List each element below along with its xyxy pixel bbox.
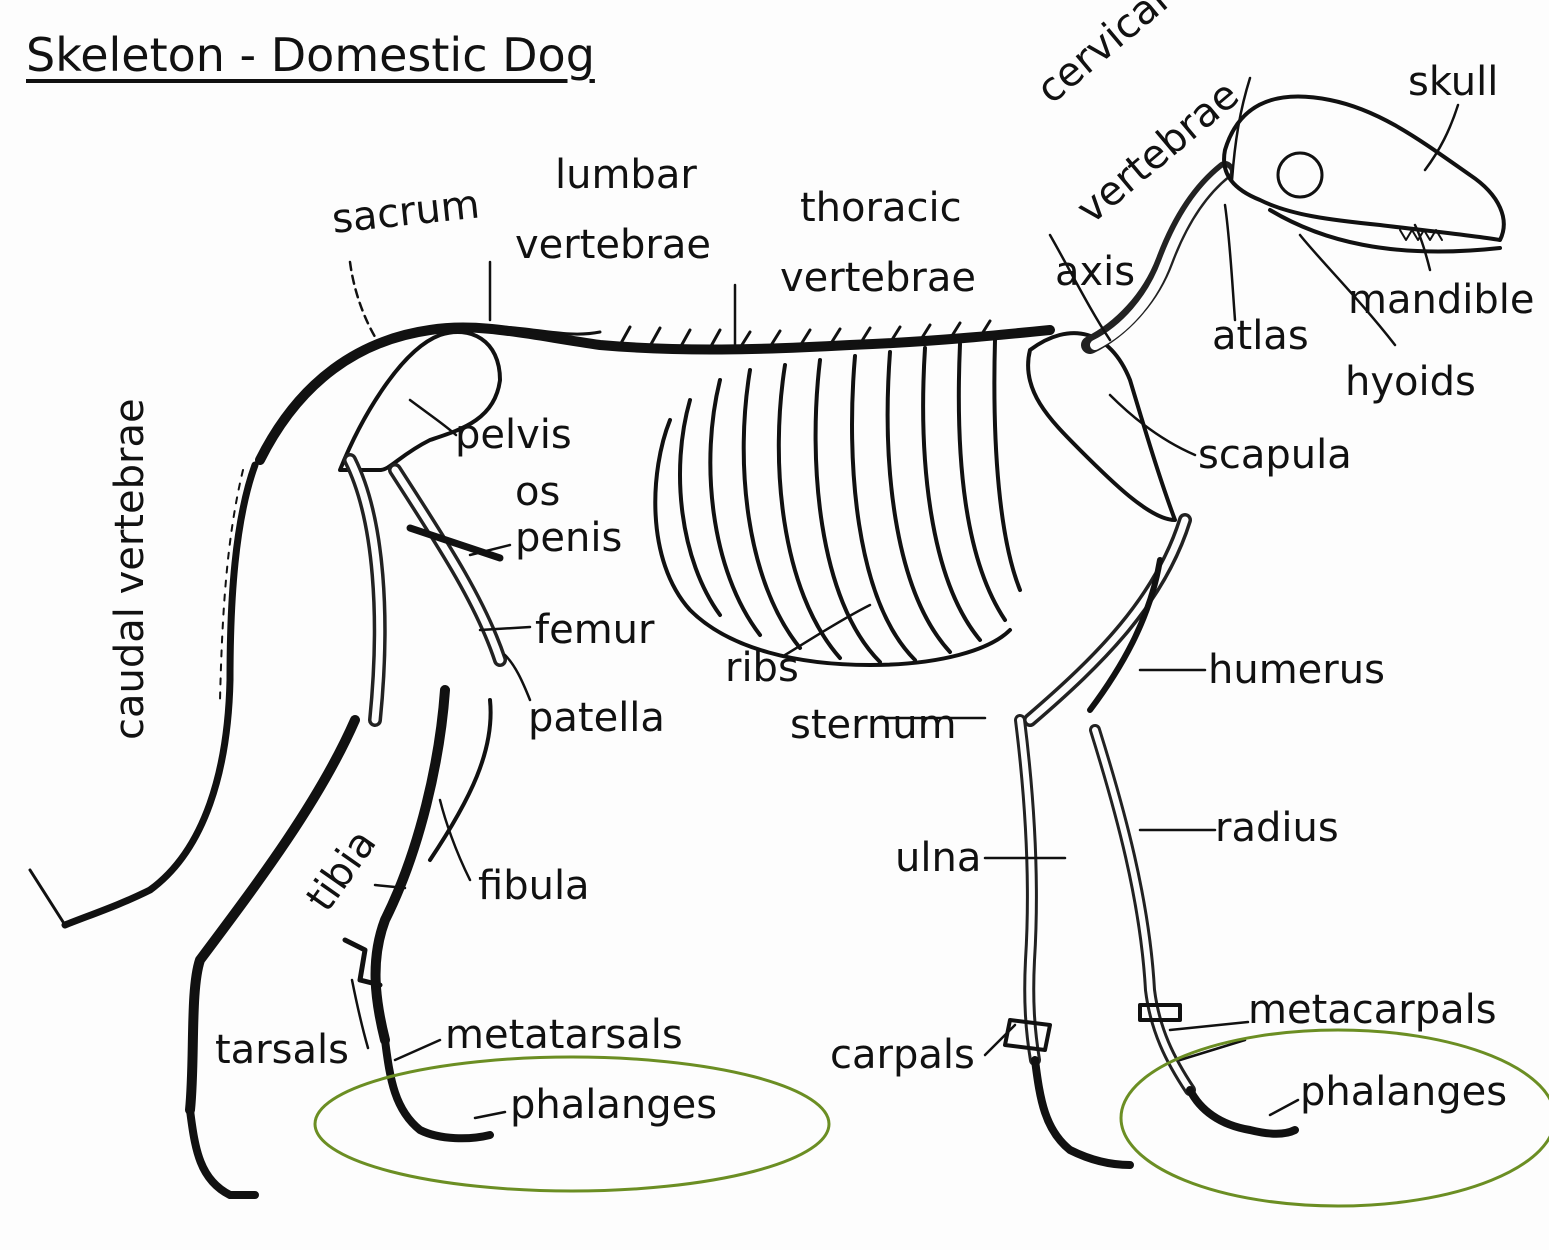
tibia-bone — [376, 690, 445, 1040]
label-penis: penis — [515, 518, 622, 558]
label-thoracic-vertebrae: vertebrae — [780, 258, 976, 298]
label-thoracic: thoracic — [800, 188, 962, 228]
fore-phalanges-highlight — [1121, 1030, 1549, 1206]
label-caudal-vertebrae: caudal vertebrae — [110, 398, 150, 740]
label-metacarpals: metacarpals — [1248, 990, 1497, 1030]
label-radius: radius — [1215, 808, 1339, 848]
label-fibula: fibula — [478, 866, 590, 906]
label-phalanges-fore: phalanges — [1300, 1072, 1507, 1112]
label-patella: patella — [528, 698, 665, 738]
label-lumbar: lumbar — [555, 155, 697, 195]
label-atlas: atlas — [1212, 316, 1309, 356]
label-hyoids: hyoids — [1345, 362, 1476, 402]
label-humerus: humerus — [1208, 650, 1385, 690]
label-phalanges-hind: phalanges — [510, 1085, 717, 1125]
fore-foot-far — [1190, 1090, 1295, 1134]
label-metatarsals: metatarsals — [445, 1015, 683, 1055]
label-lumbar-vertebrae: vertebrae — [515, 225, 711, 265]
label-carpals: carpals — [830, 1035, 975, 1075]
label-scapula: scapula — [1198, 435, 1352, 475]
label-femur: femur — [535, 610, 654, 650]
label-ribs: ribs — [725, 648, 799, 688]
label-ulna: ulna — [895, 838, 981, 878]
label-skull: skull — [1408, 62, 1498, 102]
label-axis: axis — [1055, 252, 1135, 292]
diagram-title: Skeleton - Domestic Dog — [26, 28, 595, 82]
label-mandible: mandible — [1348, 280, 1534, 320]
skull-bone — [1224, 97, 1504, 240]
label-sternum: sternum — [790, 705, 957, 745]
label-pelvis: pelvis — [455, 415, 572, 455]
hind-foot-back — [190, 1110, 255, 1195]
rib-lines — [680, 340, 1020, 662]
label-os: os — [515, 472, 560, 512]
caudal-vertebrae-bones — [65, 465, 255, 925]
label-tarsals: tarsals — [215, 1030, 349, 1070]
scapula-bone — [1028, 333, 1175, 520]
fore-foot-near — [1035, 1060, 1130, 1165]
